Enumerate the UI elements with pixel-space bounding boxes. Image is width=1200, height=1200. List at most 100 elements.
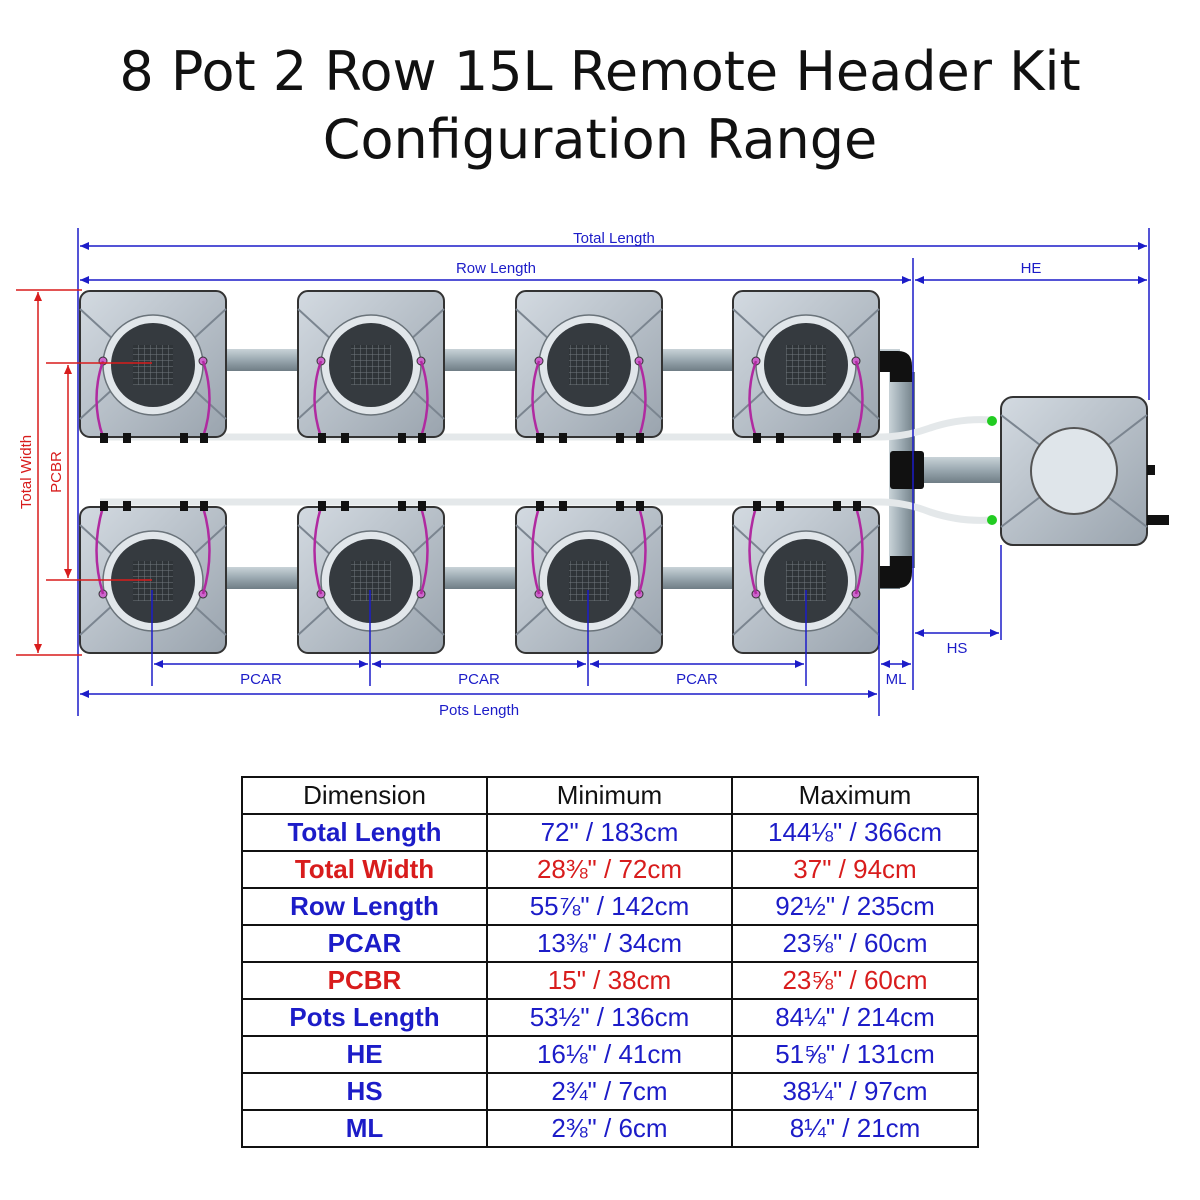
drip-line [201, 360, 211, 438]
table-cell-name: Total Length [241, 813, 488, 852]
drip-line [419, 506, 429, 595]
page-title: 8 Pot 2 Row 15L Remote Header Kit Config… [0, 38, 1200, 174]
bottom-tube-connector [987, 515, 997, 525]
top-elbow [878, 351, 912, 382]
table-cell-min: 28⅜" / 72cm [486, 850, 733, 889]
drip-line [95, 360, 105, 438]
pot [732, 290, 880, 443]
top-tube-connector [987, 416, 997, 426]
table-cell-max: 37" / 94cm [731, 850, 979, 889]
table-cell-name: PCAR [241, 924, 488, 963]
table-cell-max: 51⅝" / 131cm [731, 1035, 979, 1074]
pot [515, 290, 663, 443]
drip-line [313, 506, 323, 595]
drip-line [854, 506, 864, 595]
pot-grid [79, 290, 880, 654]
pot-mesh [133, 345, 173, 385]
tee-fitting [890, 451, 924, 489]
table-cell-min: 2¾" / 7cm [486, 1072, 733, 1111]
drip-line [531, 506, 541, 595]
table-cell-max: 8¼" / 21cm [731, 1109, 979, 1148]
drip-line [419, 360, 429, 438]
title-line-2: Configuration Range [322, 108, 878, 171]
table-cell-min: 55⅞" / 142cm [486, 887, 733, 926]
pot [79, 501, 227, 654]
pots-length-label: Pots Length [439, 702, 519, 719]
drip-line [313, 360, 323, 438]
pcar-label-1: PCAR [240, 671, 282, 688]
table-header-row: Dimension Minimum Maximum [241, 776, 979, 815]
pot-mesh [351, 345, 391, 385]
drip-line [748, 506, 758, 595]
layout-diagram: Total Length Row Length HE PCAR PCAR PCA… [16, 228, 1169, 719]
table-cell-min: 13⅜" / 34cm [486, 924, 733, 963]
table-cell-min: 72" / 183cm [486, 813, 733, 852]
pot-mesh [569, 345, 609, 385]
pcbr-label: PCBR [48, 451, 65, 493]
pot [297, 501, 445, 654]
pot-mesh [133, 561, 173, 601]
bottom-elbow [878, 556, 912, 588]
pot [297, 290, 445, 443]
table-cell-max: 23⅝" / 60cm [731, 924, 979, 963]
he-label: HE [1021, 260, 1042, 277]
drip-line [95, 506, 105, 595]
pot [732, 501, 880, 654]
table-cell-name: HS [241, 1072, 488, 1111]
dimension-annotations: Total Length Row Length HE PCAR PCAR PCA… [16, 228, 1150, 719]
table-cell-name: Row Length [241, 887, 488, 926]
header-dimension: Dimension [241, 776, 488, 815]
drip-line [748, 360, 758, 438]
title-line-1: 8 Pot 2 Row 15L Remote Header Kit [119, 40, 1081, 103]
pot-mesh [569, 561, 609, 601]
header-feed-pipe [915, 457, 1007, 483]
total-width-label: Total Width [18, 435, 35, 509]
drip-line [531, 360, 541, 438]
header-tank-lid [1030, 427, 1118, 515]
pcar-label-2: PCAR [458, 671, 500, 688]
drip-line [637, 360, 647, 438]
table-cell-max: 23⅝" / 60cm [731, 961, 979, 1000]
drip-line [854, 360, 864, 438]
table-cell-max: 92½" / 235cm [731, 887, 979, 926]
pcar-label-3: PCAR [676, 671, 718, 688]
header-minimum: Minimum [486, 776, 733, 815]
total-length-label: Total Length [573, 230, 655, 247]
table-cell-max: 38¼" / 97cm [731, 1072, 979, 1111]
pot [79, 290, 227, 443]
bottom-return-tube [100, 498, 991, 524]
table-cell-name: ML [241, 1109, 488, 1148]
top-return-tube [100, 416, 991, 441]
table-cell-min: 53½" / 136cm [486, 998, 733, 1037]
table-cell-max: 84¼" / 214cm [731, 998, 979, 1037]
drip-line [637, 506, 647, 595]
header-tank-outlet [1147, 515, 1169, 525]
row-length-label: Row Length [456, 260, 536, 277]
pot [515, 501, 663, 654]
hs-label: HS [947, 640, 968, 657]
pot-mesh [786, 345, 826, 385]
table-cell-min: 2⅜" / 6cm [486, 1109, 733, 1148]
table-cell-name: HE [241, 1035, 488, 1074]
table-cell-min: 16⅛" / 41cm [486, 1035, 733, 1074]
table-cell-name: Pots Length [241, 998, 488, 1037]
pot-mesh [351, 561, 391, 601]
table-cell-name: Total Width [241, 850, 488, 889]
table-cell-name: PCBR [241, 961, 488, 1000]
header-tank [1000, 396, 1169, 546]
table-cell-min: 15" / 38cm [486, 961, 733, 1000]
table-cell-max: 144⅛" / 366cm [731, 813, 979, 852]
header-maximum: Maximum [731, 776, 979, 815]
ml-label: ML [886, 671, 907, 688]
